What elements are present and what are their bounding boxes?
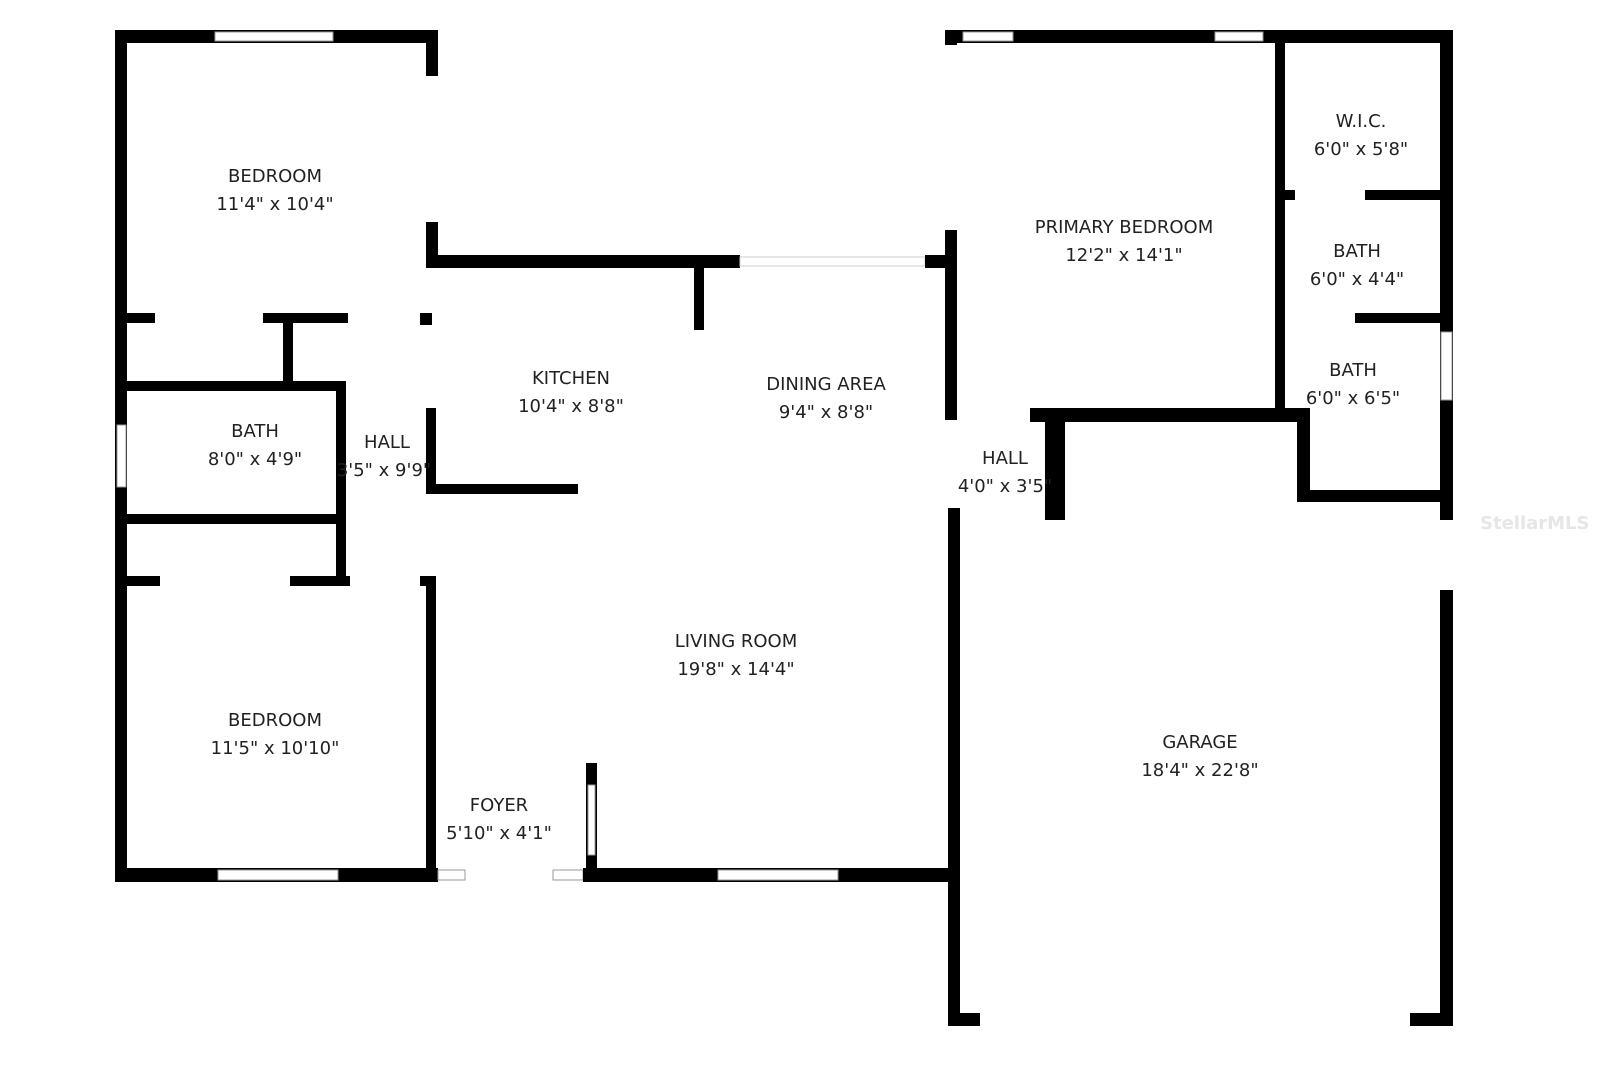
svg-text:11'5" x 10'10": 11'5" x 10'10" [211,738,340,759]
svg-text:19'8" x 14'4": 19'8" x 14'4" [677,659,794,680]
svg-text:10'4" x 8'8": 10'4" x 8'8" [518,396,624,417]
room-hall-2: HALL 4'0" x 3'5" [958,448,1052,497]
svg-text:6'0" x 6'5": 6'0" x 6'5" [1306,388,1400,409]
svg-text:5'10" x 4'1": 5'10" x 4'1" [446,823,552,844]
watermark: StellarMLS [1480,513,1590,534]
svg-text:LIVING ROOM: LIVING ROOM [675,631,797,652]
room-bedroom-1: BEDROOM 11'4" x 10'4" [216,166,333,215]
svg-text:FOYER: FOYER [470,795,528,816]
svg-text:DINING AREA: DINING AREA [766,374,886,395]
room-bedroom-2: BEDROOM 11'5" x 10'10" [211,710,340,759]
svg-text:6'0" x 4'4": 6'0" x 4'4" [1310,269,1404,290]
svg-text:11'4" x 10'4": 11'4" x 10'4" [216,194,333,215]
room-living-room: LIVING ROOM 19'8" x 14'4" [675,631,797,680]
svg-text:12'2" x 14'1": 12'2" x 14'1" [1065,245,1182,266]
svg-text:3'5" x 9'9": 3'5" x 9'9" [337,460,431,481]
svg-text:8'0" x 4'9": 8'0" x 4'9" [208,449,302,470]
walls [115,30,1453,1026]
room-bath-2: BATH 6'0" x 4'4" [1310,241,1404,290]
room-kitchen: KITCHEN 10'4" x 8'8" [518,368,624,417]
svg-text:BATH: BATH [1329,360,1377,381]
room-primary-bedroom: PRIMARY BEDROOM 12'2" x 14'1" [1035,217,1214,266]
svg-text:BATH: BATH [1333,241,1381,262]
svg-text:BEDROOM: BEDROOM [228,166,322,187]
room-dining-area: DINING AREA 9'4" x 8'8" [766,374,886,423]
svg-text:HALL: HALL [982,448,1028,469]
svg-text:HALL: HALL [364,432,410,453]
room-hall-1: HALL 3'5" x 9'9" [337,432,431,481]
svg-text:PRIMARY BEDROOM: PRIMARY BEDROOM [1035,217,1214,238]
room-foyer: FOYER 5'10" x 4'1" [446,795,552,844]
svg-text:4'0" x 3'5": 4'0" x 3'5" [958,476,1052,497]
room-garage: GARAGE 18'4" x 22'8" [1141,732,1258,781]
room-bath-1: BATH 8'0" x 4'9" [208,421,302,470]
svg-text:18'4" x 22'8": 18'4" x 22'8" [1141,760,1258,781]
svg-text:GARAGE: GARAGE [1162,732,1237,753]
svg-text:W.I.C.: W.I.C. [1336,111,1387,132]
room-labels: BEDROOM 11'4" x 10'4" BATH 8'0" x 4'9" HAL… [208,111,1408,844]
room-bath-3: BATH 6'0" x 6'5" [1306,360,1400,409]
svg-text:KITCHEN: KITCHEN [532,368,610,389]
svg-text:BEDROOM: BEDROOM [228,710,322,731]
svg-text:BATH: BATH [231,421,279,442]
svg-text:6'0" x 5'8": 6'0" x 5'8" [1314,139,1408,160]
room-wic: W.I.C. 6'0" x 5'8" [1314,111,1408,160]
svg-text:9'4" x 8'8": 9'4" x 8'8" [779,402,873,423]
